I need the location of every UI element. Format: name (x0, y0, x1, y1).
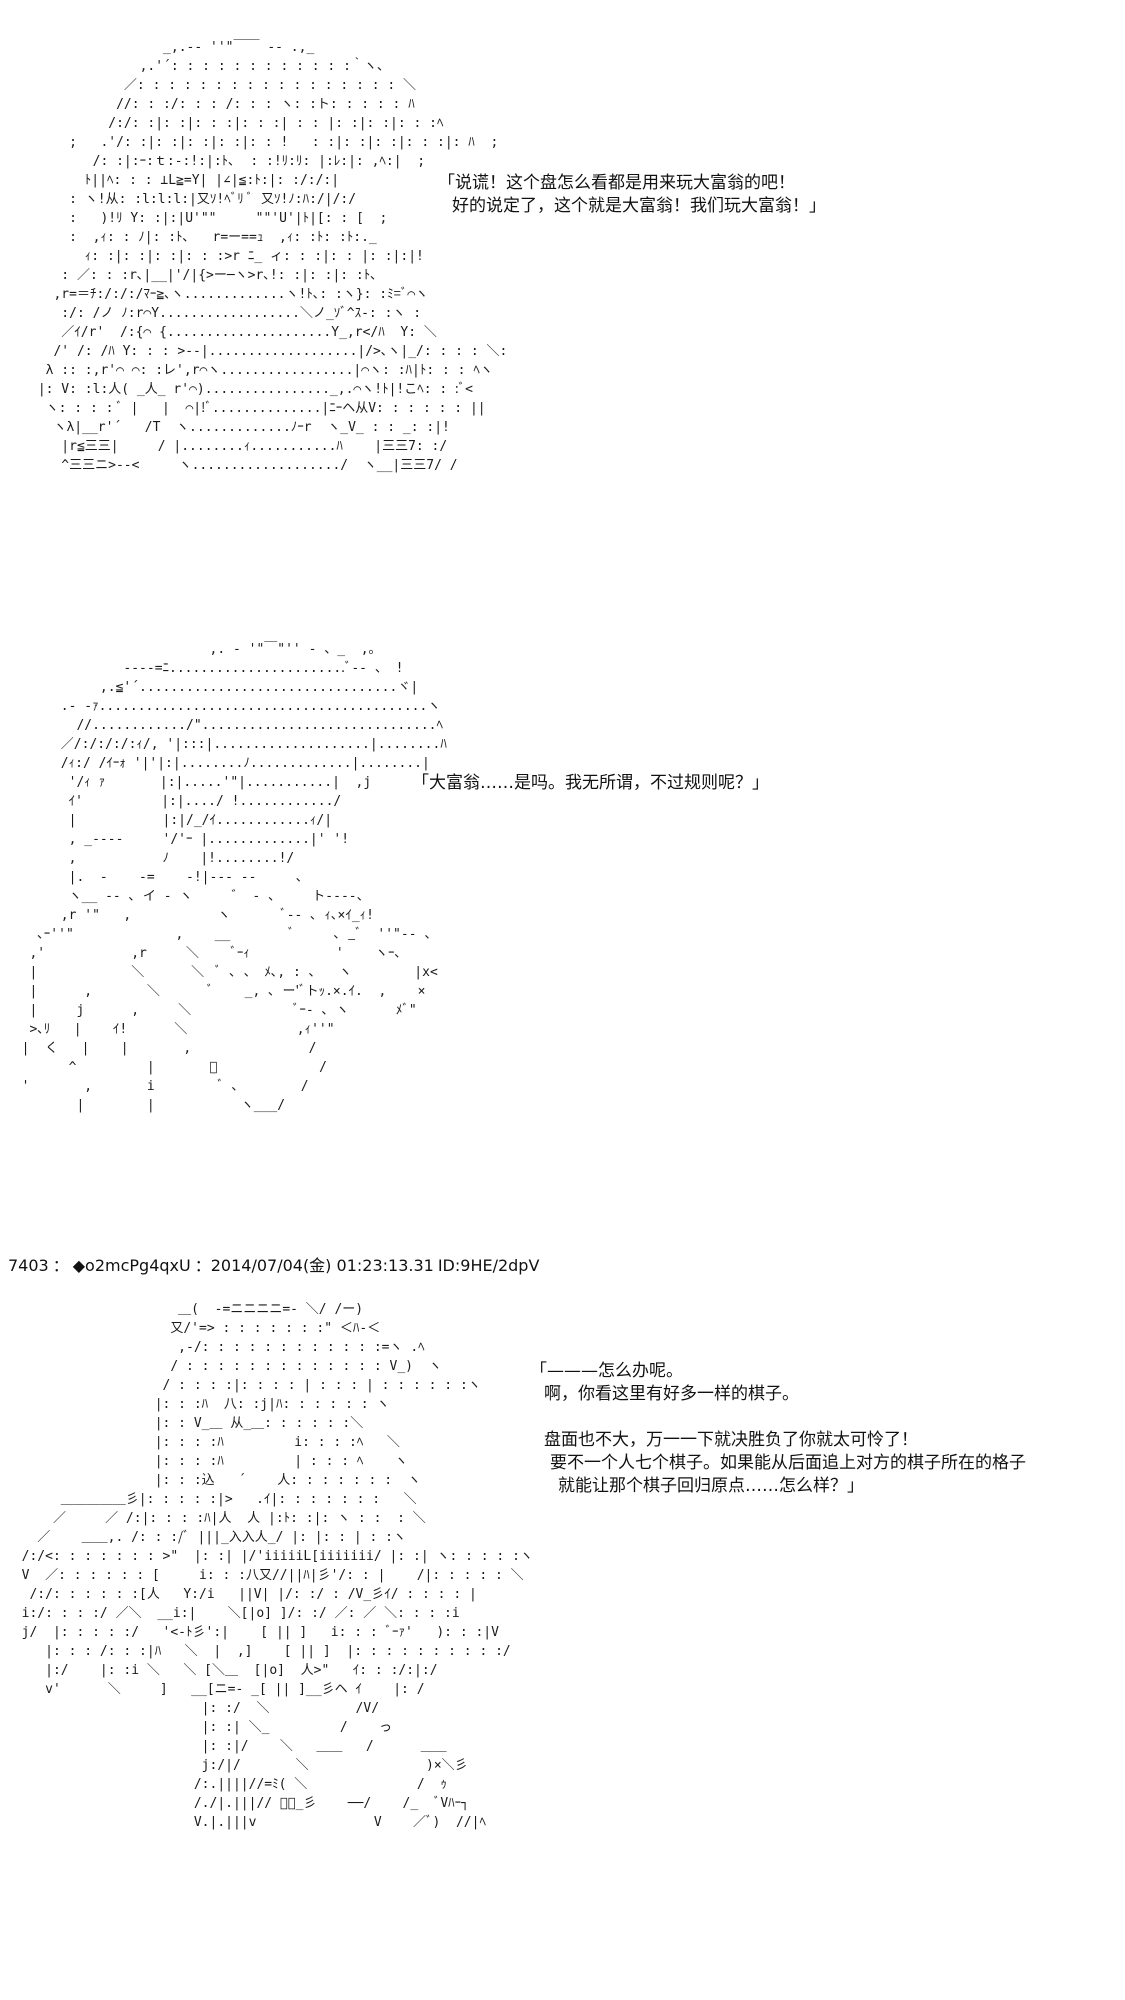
speech-line: 「大富翁……是吗。我无所谓，不过规则呢？」 (412, 773, 769, 793)
speech-line: 就能让那个棋子回归原点……怎么样？」 (558, 1476, 864, 1496)
speech-line (530, 1406, 1026, 1429)
speech-line: 好的说定了，这个就是大富翁！我们玩大富翁！」 (452, 196, 826, 216)
post-datetime: ：2014/07/04(金) 01:23:13.31 (194, 1256, 434, 1275)
panel-3: ＿( -=ニニニニ=- ＼/ /ー) 又/'=> : : : : : : :" … (0, 1300, 1125, 2000)
ascii-art-girl-1: _,.-‐ ''"￣￣ ‐- .,_ ,.'´: : : : : : : : :… (37, 40, 508, 473)
post-separator: ： (52, 1256, 69, 1275)
post-number: 7403 (8, 1256, 49, 1275)
post-id: ID:9HE/2dpV (437, 1256, 540, 1275)
speech-bubble-1: 「说谎！这个盘怎么看都是用来玩大富翁的吧！ 好的说定了，这个就是大富翁！我们玩大… (438, 172, 826, 218)
speech-line: 「———怎么办呢。 (530, 1361, 683, 1381)
ascii-art-character-2: ,. ‐ '"￣"'' ‐ 、_ ,｡ ‐‐--=ﾆ..............… (21, 642, 447, 1113)
panel-2: ,. ‐ '"￣"'' ‐ 、_ ,｡ ‐‐--=ﾆ..............… (0, 640, 1125, 1240)
post-trip: ◆o2mcPg4qxU (72, 1256, 191, 1275)
ascii-art-girl-3: ＿( -=ニニニニ=- ＼/ /ー) 又/'=> : : : : : : :" … (21, 1302, 533, 1830)
panel-1: _,.-‐ ''"￣￣ ‐- .,_ ,.'´: : : : : : : : :… (0, 0, 1125, 560)
post-header: 7403：◆o2mcPg4qxU：2014/07/04(金) 01:23:13.… (8, 1252, 543, 1276)
speech-line: 「说谎！这个盘怎么看都是用来玩大富翁的吧！ (438, 173, 795, 193)
speech-line: 啊，你看这里有好多一样的棋子。 (544, 1384, 799, 1404)
speech-line: 要不一个人七个棋子。如果能从后面追上对方的棋子所在的格子 (550, 1453, 1026, 1473)
speech-line: 盘面也不大，万一一下就决胜负了你就太可怜了！ (544, 1430, 918, 1450)
speech-bubble-2: 「大富翁……是吗。我无所谓，不过规则呢？」 (412, 772, 769, 795)
speech-bubble-3: 「———怎么办呢。 啊，你看这里有好多一样的棋子。 盘面也不大，万一一下就决胜负… (530, 1360, 1026, 1498)
